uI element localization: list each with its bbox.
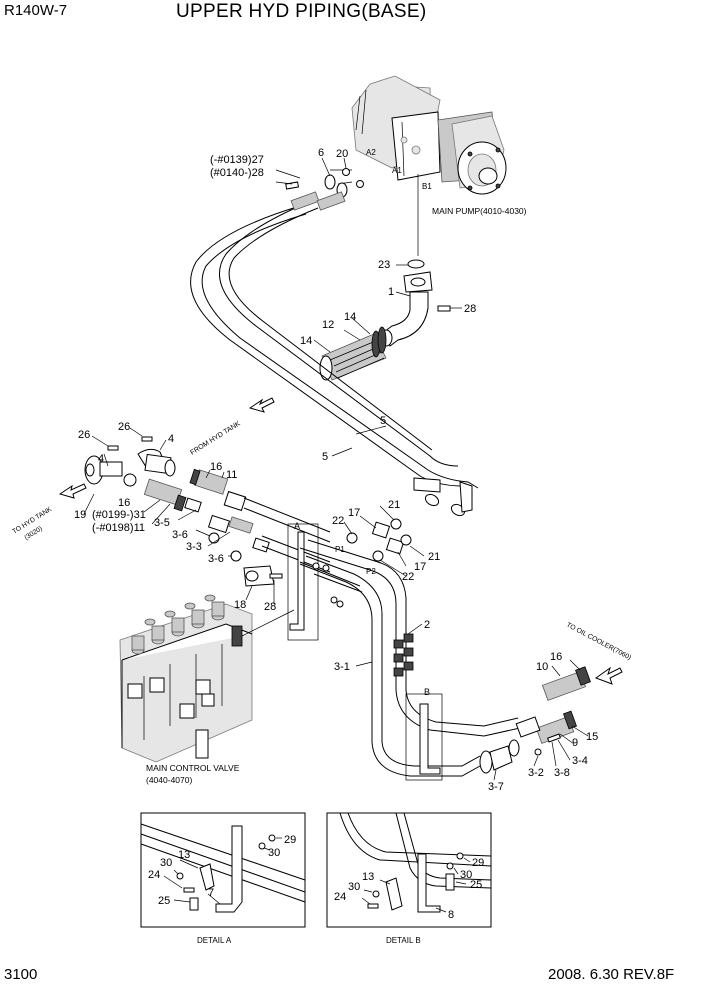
callout-c-31: (#0199-)31 — [92, 509, 146, 521]
callout-db-13: 13 — [362, 871, 374, 883]
callout-c-23: 23 — [378, 259, 390, 271]
callout-c-12: 12 — [322, 319, 334, 331]
leader-lines — [83, 157, 589, 781]
port-p1-label: P1 — [335, 545, 345, 554]
detail-a-box — [140, 812, 306, 928]
cooler-hose-fittings — [479, 666, 591, 774]
suction-elbow — [379, 259, 451, 347]
to-hyd-tank-arrow — [58, 483, 87, 499]
callout-c-3-6b: 3-6 — [208, 553, 224, 565]
callout-c-21b: 21 — [428, 551, 440, 563]
tube-fittings-left — [207, 490, 331, 587]
detail-b-caption: DETAIL B — [386, 936, 421, 945]
bracket-a — [287, 523, 319, 641]
callout-da-30b: 30 — [160, 857, 172, 869]
callout-c-28a: (#0140-)28 — [210, 167, 264, 179]
return-hose-fittings — [143, 468, 229, 513]
callout-c-3-2: 3-2 — [528, 767, 544, 779]
callout-c-5b: 5 — [322, 451, 328, 463]
from-hyd-tank-arrow — [248, 397, 275, 413]
main-control-valve — [119, 594, 295, 763]
callout-db-8: 8 — [448, 909, 454, 921]
callout-c-28c: 28 — [264, 601, 276, 613]
detail-a-caption: DETAIL A — [197, 936, 232, 945]
port-a1-label: A1 — [392, 166, 402, 175]
from-hyd-tank-label: FROM HYD TANK — [189, 420, 242, 456]
detail-a-marker: A — [294, 521, 300, 531]
callout-c-28b: 28 — [464, 303, 476, 315]
suction-hose — [319, 326, 387, 381]
bracket-b — [405, 693, 443, 781]
main-pump — [351, 75, 507, 256]
callout-c-10: 10 — [536, 661, 548, 673]
callout-c-26b: 26 — [118, 421, 130, 433]
callout-c-16a: 16 — [210, 461, 222, 473]
control-valve-port-fittings — [346, 518, 412, 562]
callout-c-18: 18 — [234, 599, 246, 611]
callout-c-3-1: 3-1 — [334, 661, 350, 673]
callout-c-22b: 22 — [402, 571, 414, 583]
callout-c-2: 2 — [424, 619, 430, 631]
page-number: 3100 — [4, 966, 38, 983]
callout-c-3-5: 3-5 — [154, 517, 170, 529]
callout-c-11a: 11 — [226, 469, 237, 481]
callout-c-5a: 5 — [380, 415, 386, 427]
callout-db-30a: 30 — [460, 869, 472, 881]
to-oil-cooler-arrow — [594, 666, 623, 685]
pressure-hoses — [190, 191, 479, 517]
callout-c-3-3: 3-3 — [186, 541, 202, 553]
callout-c-14b: 14 — [300, 335, 312, 347]
callout-c-22a: 22 — [332, 515, 344, 527]
callout-c-3-8: 3-8 — [554, 767, 570, 779]
callout-c-3-4: 3-4 — [572, 755, 588, 767]
callout-c-3-6a: 3-6 — [172, 529, 188, 541]
callout-db-29: 29 — [472, 857, 484, 869]
callout-c-1: 1 — [388, 286, 394, 298]
callout-c-21a: 21 — [388, 499, 400, 511]
callout-c-15: 15 — [586, 731, 598, 743]
to-oil-cooler-label: TO OIL COOLER(7060) — [565, 622, 632, 662]
callout-c-14a: 14 — [344, 311, 356, 323]
callout-da-7: 7 — [208, 887, 214, 899]
callout-c-27: (-#0139)27 — [210, 154, 264, 166]
callout-c-9: 9 — [572, 737, 578, 749]
callout-db-30b: 30 — [348, 881, 360, 893]
revision-date: 2008. 6.30 REV.8F — [548, 966, 675, 983]
callout-db-25: 25 — [470, 879, 482, 891]
control-valve-label-2: (4040-4070) — [146, 775, 192, 785]
detail-b-marker: B — [424, 687, 430, 697]
callout-c-11b: (-#0198)11 — [92, 522, 145, 534]
page-title: UPPER HYD PIPING(BASE) — [176, 1, 427, 22]
pipe-2-valves — [393, 633, 414, 677]
detail-b-box — [326, 812, 492, 928]
model-label: R140W-7 — [4, 2, 68, 19]
callout-c-16c: 16 — [550, 651, 562, 663]
pump-flange-fittings — [285, 168, 364, 198]
callout-c-17b: 17 — [414, 561, 426, 573]
control-valve-label-1: MAIN CONTROL VALVE — [146, 763, 240, 773]
main-pump-label: MAIN PUMP(4010-4030) — [432, 206, 527, 216]
callout-da-29: 29 — [284, 834, 296, 846]
port-a2-label: A2 — [366, 148, 376, 157]
callout-c-26a: 26 — [78, 429, 90, 441]
callout-c-20: 20 — [336, 148, 348, 160]
callout-c-16b: 16 — [118, 497, 130, 509]
callout-da-24: 24 — [148, 869, 160, 881]
callout-da-30a: 30 — [268, 847, 280, 859]
callout-c-4a: 4 — [168, 433, 174, 445]
callout-c-4b: 4 — [98, 453, 104, 465]
callout-da-25: 25 — [158, 895, 170, 907]
callout-c-17a: 17 — [348, 507, 360, 519]
callout-c-19: 19 — [74, 509, 86, 521]
return-flange-assembly — [84, 436, 176, 487]
port-p2-label: P2 — [366, 567, 376, 576]
callout-c-3-7: 3-7 — [488, 781, 504, 793]
callout-db-24: 24 — [334, 891, 346, 903]
callout-c-6: 6 — [318, 147, 324, 159]
port-b1-label: B1 — [422, 182, 432, 191]
callout-da-13: 13 — [178, 849, 190, 861]
